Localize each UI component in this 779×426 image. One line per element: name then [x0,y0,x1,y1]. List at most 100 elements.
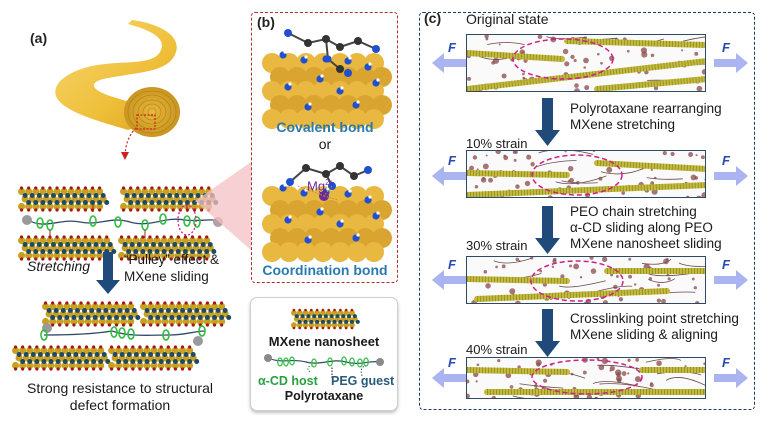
state-title-30-strain: 30% strain [466,238,528,253]
mg-ion-label: Mg2+ [307,178,334,193]
force-arrow-left-3: F [432,355,468,388]
transition-arrow-2 [535,206,560,254]
highlight-circle [177,204,197,236]
peg-chain [43,330,206,336]
alpha-cd-ring [141,219,149,231]
focus-region-ellipse [531,359,643,395]
mg-ion-charge: 2+ [325,178,335,187]
right-arrow-shape [714,270,748,290]
mxene-sheet-top-left [18,186,110,212]
force-arrow-right-2: F [712,257,748,290]
focus-region-ellipse [512,38,614,80]
force-label: F [448,257,456,272]
alpha-cd-ring [36,217,44,229]
force-arrow-left-2: F [432,257,468,290]
force-label: F [448,40,456,55]
state-title-original: Original state [466,11,549,27]
legend-cd-ring [327,357,333,367]
alpha-cd-ring [46,219,54,231]
focus-region-ellipse [531,154,623,196]
mxene-band [467,50,565,62]
left-arrow-shape [432,53,466,73]
legend-cd-ring [341,356,347,366]
legend-peg-chain [267,357,381,365]
zoom-region-marker [136,114,156,130]
legend-host-label: α-CD host [258,374,318,388]
force-label: F [722,257,730,272]
mxene-band [474,288,670,302]
alpha-cd-ring [40,329,48,341]
guest-pointer [360,365,367,377]
transition-2-line-2: α-CD sliding along PEO [570,220,713,235]
transition-3-line-1: Crosslinking point stretching [570,311,739,326]
mxene-polyrotaxane-diagram-initial [18,186,223,261]
stopper-right [193,336,203,346]
legend-mxene-sheet [291,308,360,330]
mxene-sheet-bottom-left [12,345,111,371]
alpha-cd-ring [159,213,167,225]
right-arrow-shape [714,368,748,388]
stretching-label: Stretching [27,258,91,274]
fiber-cross-section [124,87,180,137]
mxene-sheet-bottom-right [118,235,217,261]
alpha-cd-ring [183,215,191,227]
simulation-snapshot-original [466,34,706,92]
legend-cd-ring [283,357,289,367]
transition-2-line-1: PEO chain stretching [570,204,697,219]
mxene-band [467,182,705,197]
transition-text-3: Crosslinking point stretching MXene slid… [570,311,739,343]
transition-2-line-3: MXene nanosheet sliding [570,236,722,251]
surface-terminal-groups [279,183,380,244]
state-title-10-strain: 10% strain [466,136,528,151]
left-arrow-shape [432,270,466,290]
mxene-band [594,160,705,172]
alpha-cd-ring [89,215,97,227]
state-title-40-strain: 40% strain [466,342,528,357]
legend-polyrotaxane-icon [264,354,384,378]
panel-a-caption: Strong resistance to structural defect f… [0,380,240,414]
legend-mxene-label: MXene nanosheet [268,334,380,349]
caption-line-2: defect formation [69,397,171,413]
mechanism-text: “Pulley” effect & MXene sliding [124,251,219,285]
transition-text-2: PEO chain stretching α-CD sliding along … [570,204,722,252]
alpha-cd-ring [193,216,201,228]
zoom-pointer-arrow [124,127,137,155]
stopper-left [22,215,32,225]
left-arrow-shape [432,166,466,186]
right-arrow-shape [714,53,748,73]
mxene-band [467,170,570,178]
legend-polyrotaxane-label: Polyrotaxane [284,389,364,403]
mxene-band [467,276,570,284]
legend-cd-ring [311,358,317,368]
transition-1-line-2: MXene stretching [570,117,676,132]
force-label: F [722,355,730,370]
focus-region-ellipse [530,260,624,302]
simulation-snapshot-10-strain [466,150,706,198]
legend-stopper-left [264,354,272,362]
force-arrow-left-0: F [432,40,468,73]
transition-arrow-1 [535,98,560,146]
force-arrow-right-1: F [712,153,748,186]
mxene-sheet-top-left [42,301,141,327]
transition-3-line-2: MXene sliding & aligning [570,327,718,342]
panel-b-label: (b) [257,14,275,30]
mxene-sheet-top-right [140,301,232,327]
mxene-sheet-bottom-right [108,345,200,371]
adsorbed-molecule [286,162,372,190]
panel-a-label: (a) [30,30,48,46]
right-arrow-shape [714,166,748,186]
covalent-bond-surface-model [262,29,392,129]
alpha-cd-ring [114,216,122,228]
legend-cd-ring [349,357,355,367]
covalent-bond-label: Covalent bond [276,119,374,135]
legend-cd-ring [277,357,283,367]
caption-line-1: Strong resistance to structural [27,380,213,396]
coordination-lines [297,185,339,201]
simulation-snapshot-40-strain [466,357,706,399]
transition-arrow-3 [535,309,560,357]
mxene-surface-atoms [262,53,392,129]
transition-1-line-1: Polyrotaxane rearranging [570,101,722,116]
alpha-cd-ring [198,325,206,337]
force-label: F [722,40,730,55]
force-arrow-right-0: F [712,40,748,73]
